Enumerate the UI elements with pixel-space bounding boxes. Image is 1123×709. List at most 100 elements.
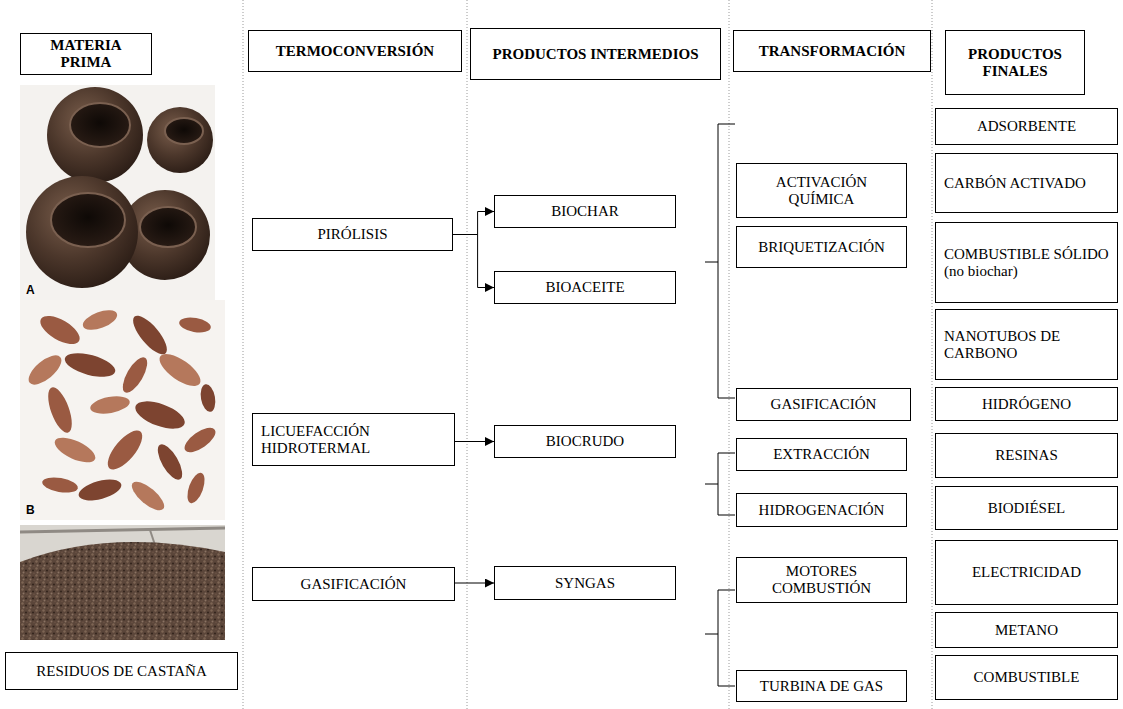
box-label: NANOTUBOS DE CARBONO [944,328,1109,362]
shell-fragment [118,354,152,397]
connectors [453,212,494,584]
arrow-connector [455,583,494,584]
nut-shell [26,176,138,288]
conveyor-beam [20,528,225,532]
box-label: BIOCRUDO [503,433,667,450]
shell-fragment [199,383,218,413]
column-separators [243,0,932,709]
photo-label: B [24,503,37,517]
box-label: HIDROGENACIÓN [745,502,898,519]
process-box: CARBÓN ACTIVADO [935,153,1118,213]
separator-line [243,0,244,709]
process-box: LICUEFACCIÓN HIDROTERMAL [252,413,455,466]
arrow-connector [453,235,494,288]
box-label: TERMOCONVERSIÓN [257,43,453,60]
photo-ground [20,525,225,640]
process-box: HIDROGENACIÓN [736,493,907,527]
shell-fragment [102,425,148,475]
shell-fragment [155,348,206,392]
arrow-connector [453,212,494,235]
column-header-box: TERMOCONVERSIÓN [248,30,462,72]
process-box: PIRÓLISIS [252,218,453,251]
process-box: COMBUSTIBLE SÓLIDO (no biochar) [935,222,1118,303]
box-label: ELECTRICIDAD [944,564,1109,581]
nut-shell [47,87,143,183]
shell-fragment [41,475,79,495]
photo-shell-fragments [20,300,225,520]
photo-label: A [24,283,37,297]
process-box: GASIFICACIÓN [252,567,455,601]
process-box: ADSORBENTE [935,108,1118,145]
box-label: COMBUSTIBLE SÓLIDO (no biochar) [944,246,1109,280]
shell-fragment [132,396,188,434]
shell-fragment [153,441,187,484]
box-label: PRODUCTOS FINALES [954,46,1076,80]
shell-fragment [76,476,123,505]
process-box: METANO [935,612,1118,648]
residue-mound [20,542,225,640]
box-label: ACTIVACIÓN QUÍMICA [745,174,898,208]
box-label: BIODIÉSEL [944,500,1109,517]
shell-fragment [184,471,208,506]
process-box: HIDRÓGENO [935,387,1118,421]
photo-ground [20,85,215,300]
shell-opening [70,103,130,147]
shell-fragment [80,306,119,333]
box-label: EXTRACCIÓN [745,446,898,463]
column-header-box: MATERIA PRIMA [20,33,152,75]
shell-fragment [36,310,84,349]
box-label: BIOACEITE [503,279,667,296]
shell-fragment [128,311,173,359]
box-label: MOTORES COMBUSTIÓN [745,563,898,597]
process-box: EXTRACCIÓN [736,438,907,471]
process-box: ELECTRICIDAD [935,540,1118,605]
process-box: BIOCRUDO [494,425,676,458]
bracket [705,453,735,515]
process-box: NANOTUBOS DE CARBONO [935,309,1118,380]
process-box: BRIQUETIZACIÓN [736,226,907,268]
box-label: TURBINA DE GAS [745,678,898,695]
separator-line [729,0,730,709]
process-box: GASIFICACIÓN [736,388,911,421]
process-box: BIOCHAR [494,195,676,228]
shell-opening [140,207,196,247]
box-label: PRODUCTOS INTERMEDIOS [479,46,712,63]
box-label: SYNGAS [503,575,667,592]
process-box: BIOACEITE [494,271,676,304]
box-label: COMBUSTIBLE [944,669,1109,686]
process-box: COMBUSTIBLE [935,655,1118,700]
box-label: BRIQUETIZACIÓN [745,239,898,256]
box-label: BIOCHAR [503,203,667,220]
box-label: GASIFICACIÓN [745,396,902,413]
arrow-connector [455,441,494,442]
column-header-box: PRODUCTOS INTERMEDIOS [470,28,721,80]
box-label: CARBÓN ACTIVADO [944,175,1109,192]
photo-residue-pile [20,525,225,640]
box-label: HIDRÓGENO [944,396,1109,413]
separator-line [467,0,468,709]
process-box: SYNGAS [494,566,676,600]
box-label: METANO [944,622,1109,639]
shell-fragment [181,423,220,457]
shell-opening [51,193,125,247]
box-label: PIRÓLISIS [261,226,444,243]
box-label: GASIFICACIÓN [261,576,446,593]
box-label: ADSORBENTE [944,118,1109,135]
bracket [705,590,735,686]
process-box: ACTIVACIÓN QUÍMICA [736,163,907,218]
box-label: TRANSFORMACIÓN [742,43,922,60]
brackets [705,124,735,686]
shell-fragment [128,477,169,515]
process-box: RESINAS [935,433,1118,478]
shell-fragment [51,433,98,468]
shell-fragment [178,315,212,334]
box-label: RESINAS [944,447,1109,464]
shell-fragment [43,384,76,435]
process-box: BIODIÉSEL [935,486,1118,530]
box-label: LICUEFACCIÓN HIDROTERMAL [261,423,446,457]
process-box: MOTORES COMBUSTIÓN [736,557,907,603]
process-box: TURBINA DE GAS [736,670,907,702]
photo-ground [20,300,225,520]
box-label: RESIDUOS DE CASTAÑA [14,663,229,680]
